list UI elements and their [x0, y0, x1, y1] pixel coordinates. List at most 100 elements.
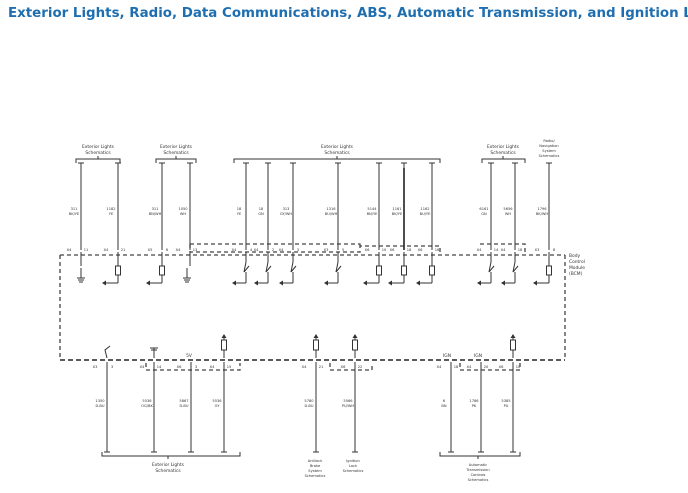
bottom-ref-4-line3: Controls [471, 473, 486, 477]
bottom-wire-color: D-BU [95, 404, 104, 408]
top-connector-id: X5 [148, 248, 153, 252]
bottom-connector-id: X4 [210, 365, 215, 369]
resistor-symbol [546, 265, 552, 276]
top-wire-color: WH [180, 212, 187, 216]
top-wire-color: WH [505, 212, 512, 216]
bottom-wire-circuit: 5536 [142, 399, 152, 403]
top-wire-color: YE [109, 212, 114, 216]
bottom-connector-pin: 21 [319, 365, 324, 369]
module-label-line4: (BCM) [569, 271, 583, 277]
bottom-label-5v: 5V [186, 353, 192, 359]
top-wire-color: BN/WH [149, 212, 162, 216]
arrow-icon [102, 280, 106, 286]
top-connector-pin: 2 [272, 248, 274, 252]
arrow-icon [416, 280, 420, 286]
top-wire-color: GN [481, 212, 487, 216]
resistor-symbol [352, 339, 358, 351]
top-wire-color: YE [237, 212, 242, 216]
bottom-wire-circuit: 1350 [95, 399, 105, 403]
bottom-reference-4: Automatic Transmission Controls Schemati… [439, 452, 521, 482]
top-wire-color: BN/YE [367, 212, 379, 216]
top-connector-pin: 6 [166, 248, 169, 252]
bottom-wire-circuit: 5867 [179, 399, 188, 403]
bottom-connector-pin: 20 [484, 365, 489, 369]
bottom-ref-3-line1: Ignition [346, 459, 360, 463]
bottom-reference-1: Exterior Lights Schematics [101, 452, 241, 474]
top-connector-pin: 4 [250, 248, 253, 252]
bottom-wire-color: GY [215, 404, 221, 408]
top-connector-id: X4 [501, 248, 506, 252]
module-label-line3: Module [569, 265, 585, 271]
top-connector-pin: 3 [297, 248, 299, 252]
top-connector-id: X4 [232, 248, 237, 252]
arrow-icon [221, 334, 227, 338]
arrow-icon [313, 334, 319, 338]
arrow-icon [254, 280, 258, 286]
bottom-connector-id: X6 [177, 365, 182, 369]
top-wire-color: BK/YE [69, 212, 80, 216]
arrow-icon [279, 280, 283, 286]
module-label-line2: Control [569, 259, 585, 265]
bottom-wire-color: PU/WH [342, 404, 355, 408]
top-ref-5-line2: Navigation [539, 144, 558, 148]
resistor-symbol [313, 339, 319, 351]
bottom-ref-4-line4: Schematics [468, 478, 489, 482]
bottom-connector-id: X4 [437, 365, 442, 369]
top-wire-color: GN [258, 212, 264, 216]
bottom-connector-pin: 14 [157, 365, 162, 369]
arrow-icon [501, 280, 505, 286]
bottom-connector-pin: 3 [195, 365, 197, 369]
bottom-ref-1-line1: Exterior Lights [152, 462, 185, 468]
bottom-connector-boxes [145, 363, 521, 371]
top-connector-pin: 5 [342, 248, 344, 252]
top-wire-circuit: 1162 [420, 207, 429, 211]
arrow-icon [324, 280, 328, 286]
arrow-icon [388, 280, 392, 286]
top-wire-circuit: 1182 [106, 207, 115, 211]
top-ref-4-line1: Exterior Lights [487, 144, 520, 150]
arrow-icon [232, 280, 236, 286]
arrow-icon [477, 280, 481, 286]
bottom-wire-circuit: 1786 [469, 399, 479, 403]
module-boundary [59, 254, 566, 361]
top-wire-circuit: 1050 [178, 207, 188, 211]
resistor-symbol [221, 339, 227, 351]
top-ref-1-line1: Exterior Lights [82, 144, 115, 150]
top-connector-boxes [189, 243, 526, 253]
bottom-connector-id: X4 [302, 365, 307, 369]
top-connector-pin: 10 [382, 248, 387, 252]
bottom-ref-1-line2: Schematics [155, 468, 181, 474]
bottom-ref-2-line4: Schematics [305, 474, 326, 478]
arrow-icon [352, 334, 358, 338]
bottom-wire-color: PK [472, 404, 477, 408]
top-wire-color: BU/YE [420, 212, 432, 216]
bottom-ref-3-line2: Lock [349, 464, 358, 468]
top-connector-id: X4 [254, 248, 259, 252]
arrow-icon [363, 280, 367, 286]
bottom-wire-circuit: 6 [443, 399, 446, 403]
top-ref-3-line1: Exterior Lights [321, 144, 354, 150]
bottom-ref-4-line1: Automatic [469, 463, 487, 467]
top-wire-color: BK/YE [392, 212, 403, 216]
top-reference-4: Exterior Lights Schematics [481, 144, 526, 163]
